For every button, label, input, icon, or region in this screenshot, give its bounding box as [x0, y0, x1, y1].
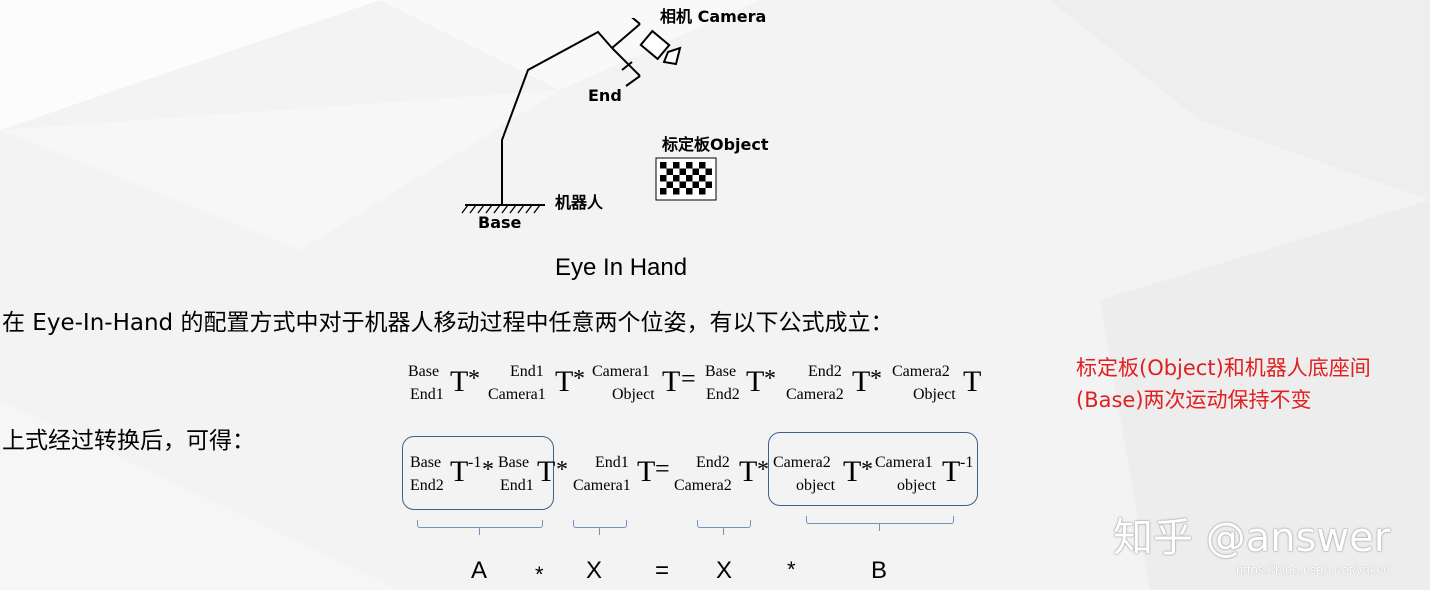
f2-t1-T: T [450, 455, 469, 488]
f2-t6-exp: -1 [960, 454, 974, 471]
f2-star-3: * [757, 457, 769, 483]
checkerboard [655, 157, 717, 201]
ground-hatch [461, 204, 541, 214]
f1-t6-sup: Camera2 [892, 363, 950, 380]
f1-t4-T: T [746, 365, 765, 398]
f2-t6-sub: object [897, 477, 937, 494]
intro-text: 在 Eye-In-Hand 的配置方式中对于机器人移动过程中任意两个位姿，有以下… [2, 310, 894, 336]
watermark-url: https://blog.csdn.net/yaked [1236, 562, 1391, 577]
f1-star-1: * [468, 366, 480, 392]
f2-t4-sub: Camera2 [674, 477, 732, 494]
camera-label: 相机 Camera [660, 7, 767, 26]
f1-t1-sup: Base [408, 363, 440, 380]
label-star-1: * [535, 562, 544, 587]
end-effector [611, 18, 641, 87]
f1-t3-sub: Object [612, 386, 655, 403]
f1-t3-sup: Camera1 [592, 363, 650, 380]
f2-t4-sup: End2 [696, 454, 730, 471]
camera-shape [639, 29, 682, 66]
f2-t5-sub: object [796, 477, 836, 494]
f2-t6-sup: Camera1 [875, 454, 933, 471]
note-line-2: (Base)两次运动保持不变 [1076, 388, 1312, 412]
end-label: End [588, 86, 622, 105]
robot-label: 机器人 [555, 193, 604, 212]
brace-X1 [573, 520, 627, 528]
f2-t1-sup: Base [410, 454, 442, 471]
f2-t5-sup: Camera2 [773, 454, 831, 471]
f1-star-2: * [573, 366, 585, 392]
f2-t1-exp: -1 [468, 454, 482, 471]
base-label: Base [478, 213, 522, 232]
watermark-main: 知乎 @answer [1113, 515, 1391, 561]
f2-t4-T: T [739, 455, 758, 488]
brace-B-tick [879, 523, 880, 531]
robot-arm [501, 30, 613, 205]
label-X2: X [716, 557, 733, 584]
f2-equals: = [655, 454, 670, 483]
f2-t2-T: T [537, 455, 556, 488]
label-star-2: * [787, 557, 796, 582]
brace-X2 [697, 520, 751, 528]
label-A: A [471, 557, 488, 584]
f1-t4-sub: End2 [706, 386, 740, 403]
f1-t6-sub: Object [913, 386, 956, 403]
f2-star-4: * [861, 457, 873, 483]
f1-star-4: * [870, 366, 882, 392]
box-A [402, 436, 554, 510]
f2-t6-T: T [942, 455, 961, 488]
f1-t4-sup: Base [705, 363, 737, 380]
robot-diagram [461, 18, 717, 214]
object-label: 标定板Object [662, 135, 769, 154]
brace-X1-tick [599, 527, 600, 535]
brace-A [417, 520, 543, 528]
brace-B [806, 516, 954, 524]
f2-star-2: * [556, 457, 568, 483]
note-line-1: 标定板(Object)和机器人底座间 [1076, 356, 1371, 380]
box-B [768, 432, 978, 506]
after-text: 上式经过转换后，可得： [2, 428, 255, 454]
f1-t1-T: T [450, 365, 469, 398]
f2-t3-sup: End1 [595, 454, 629, 471]
f1-t5-sup: End2 [808, 363, 842, 380]
label-B: B [871, 557, 888, 584]
f1-t5-T: T [852, 365, 871, 398]
f1-t2-T: T [555, 365, 574, 398]
brace-X2-tick [723, 527, 724, 535]
f1-t1-sub: End1 [410, 386, 444, 403]
f2-t1-sub: End2 [410, 477, 444, 494]
f2-t3-T: T [637, 455, 656, 488]
label-equals: = [655, 557, 670, 584]
f1-t3-T: T [662, 365, 681, 398]
f1-t6-T: T [963, 365, 982, 398]
f1-t2-sup: End1 [510, 363, 544, 380]
f2-t2-sub: End1 [500, 477, 534, 494]
f2-t5-T: T [843, 455, 862, 488]
brace-A-tick [479, 527, 480, 535]
label-X1: X [586, 557, 603, 584]
f2-t2-sup: Base [498, 454, 530, 471]
f1-t5-sub: Camera2 [786, 386, 844, 403]
f2-t3-sub: Camera1 [573, 477, 631, 494]
f1-t2-sub: Camera1 [488, 386, 546, 403]
diagram-title: Eye In Hand [555, 254, 688, 281]
f2-star-1: * [482, 457, 494, 483]
f1-star-3: * [764, 366, 776, 392]
f1-equals: = [681, 364, 696, 393]
